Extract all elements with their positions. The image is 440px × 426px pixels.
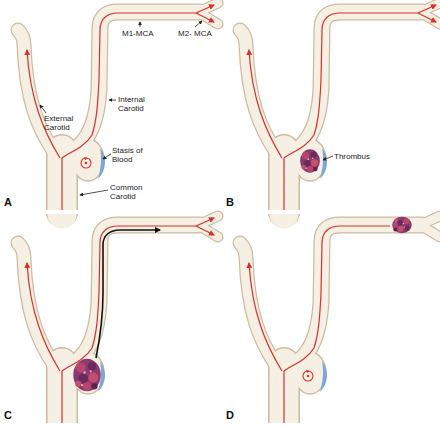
flow-line xyxy=(62,218,214,371)
panel-b xyxy=(240,3,440,214)
flow-line xyxy=(27,263,62,423)
vessel xyxy=(240,3,440,214)
panel-letter: D xyxy=(226,409,234,421)
vessel xyxy=(18,3,218,214)
stasis-swirl xyxy=(303,370,313,381)
vessel-label: Common Carotid xyxy=(110,183,152,201)
panel-letter: B xyxy=(226,196,234,208)
thrombus xyxy=(73,359,101,392)
flow-line xyxy=(284,5,436,158)
panel-a xyxy=(18,3,218,214)
vessel-label: M2- MCA xyxy=(178,29,212,38)
callout-label: Thrombus xyxy=(334,152,370,161)
panel-c xyxy=(18,216,218,426)
panel-letter: C xyxy=(4,409,12,421)
flow-line xyxy=(284,226,390,371)
panel-letter: A xyxy=(4,196,12,208)
flow-line xyxy=(249,263,284,423)
thrombus xyxy=(300,149,320,172)
embolus-path xyxy=(96,230,160,358)
callout-label: Stasis of Blood xyxy=(112,146,152,164)
panel-d xyxy=(240,216,440,426)
vessel xyxy=(240,216,440,426)
vessel-label: External Carotid xyxy=(44,114,82,132)
vessel xyxy=(18,216,218,426)
flow-line xyxy=(62,5,214,158)
stasis-swirl xyxy=(81,157,91,168)
vessel-label: Internal Carotid xyxy=(118,95,158,113)
leader-line xyxy=(323,156,333,160)
vessel-label: M1-MCA xyxy=(122,29,154,38)
leader-lines xyxy=(40,21,202,195)
thrombus xyxy=(392,217,412,234)
flow-line xyxy=(249,50,284,210)
